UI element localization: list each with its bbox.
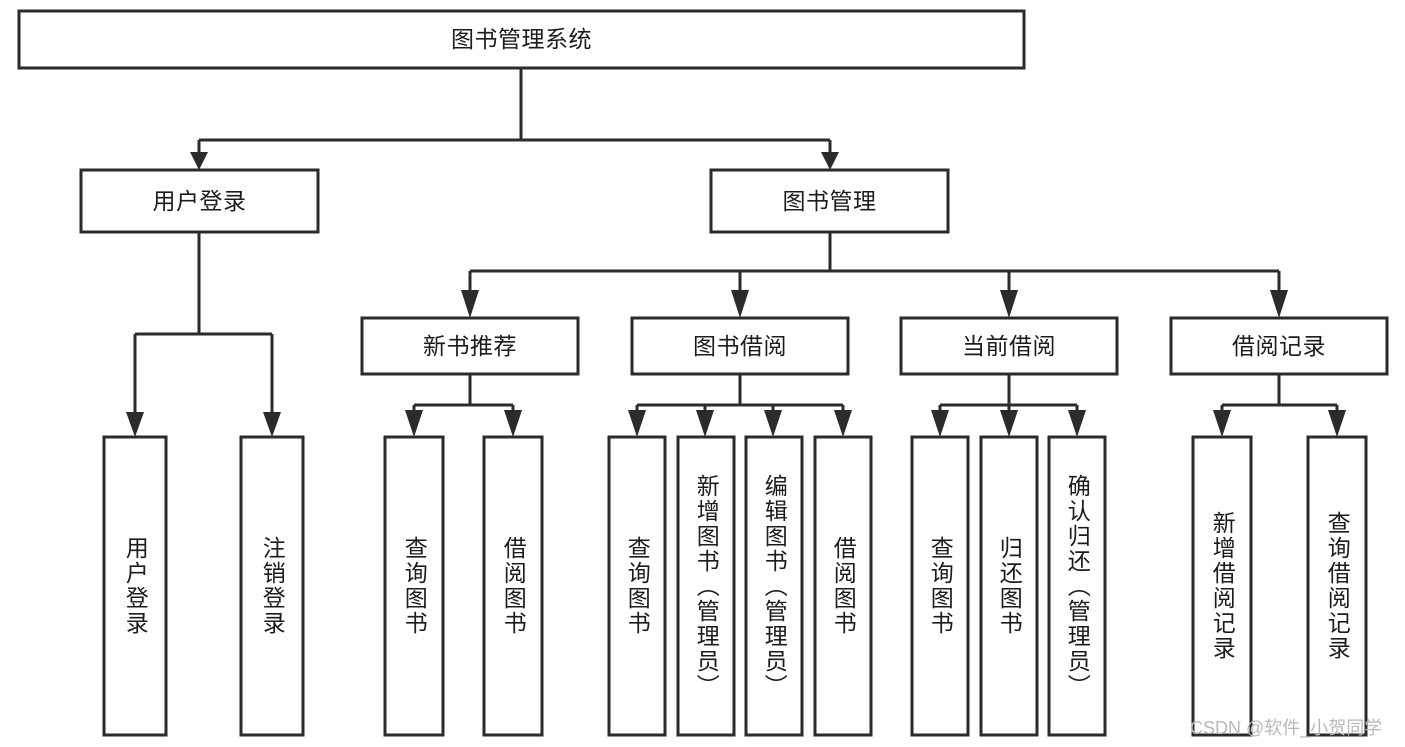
node-current-borrow-label: 当前借阅 xyxy=(962,332,1056,359)
node-leaf-user-login-label: 用户登录 xyxy=(122,536,149,636)
node-book-management-label: 图书管理 xyxy=(782,187,877,214)
node-leaf-query-record-box[interactable] xyxy=(1306,435,1368,737)
node-leaf-add-book-label: 新增图书（管理员） xyxy=(693,473,720,699)
node-leaf-user-logout-label: 注销登录 xyxy=(259,536,286,636)
node-book-borrow-label: 图书借阅 xyxy=(693,332,787,359)
arrowhead-new-book-recommend xyxy=(461,290,479,318)
arrowhead-leaf-query-record xyxy=(1328,410,1346,437)
node-leaf-return-book-label: 归还图书 xyxy=(996,536,1023,636)
node-leaf-return-book-box[interactable] xyxy=(979,435,1039,737)
node-leaf-confirm-return-box[interactable] xyxy=(1047,435,1107,737)
node-leaf-user-logout-box[interactable] xyxy=(239,435,305,737)
arrowhead-leaf-user-logout xyxy=(263,412,281,437)
node-leaf-edit-book-label: 编辑图书（管理员） xyxy=(761,473,788,699)
node-leaf-add-book-box[interactable] xyxy=(676,435,736,737)
node-leaf-add-record-box[interactable] xyxy=(1191,435,1253,737)
node-leaf-query-book-3-label: 查询图书 xyxy=(927,536,954,636)
node-new-book-recommend-box[interactable] xyxy=(360,316,580,376)
node-leaf-borrow-book-1-label: 借阅图书 xyxy=(500,536,527,636)
node-root-label: 图书管理系统 xyxy=(451,26,592,53)
node-leaf-user-login-box[interactable] xyxy=(102,435,168,737)
arrowhead-leaf-query-book-1 xyxy=(405,410,423,437)
arrowhead-borrow-record xyxy=(1270,290,1288,318)
arrowhead-book-borrow xyxy=(731,290,749,318)
arrowhead-leaf-user-login xyxy=(126,412,144,437)
node-leaf-query-book-2-label: 查询图书 xyxy=(624,536,651,636)
node-leaf-confirm-return-label: 确认归还（管理员） xyxy=(1064,473,1091,699)
node-new-book-recommend-label: 新书推荐 xyxy=(423,332,517,359)
node-root-box[interactable] xyxy=(17,9,1026,70)
node-leaf-query-record-label: 查询借阅记录 xyxy=(1324,511,1351,661)
node-leaf-query-book-1-label: 查询图书 xyxy=(401,536,428,636)
node-book-management-box[interactable] xyxy=(709,168,950,234)
node-book-borrow-box[interactable] xyxy=(630,316,850,376)
arrowhead-leaf-edit-book xyxy=(764,410,782,437)
node-leaf-borrow-book-1-box[interactable] xyxy=(482,435,544,737)
node-leaf-borrow-book-2-box[interactable] xyxy=(813,435,873,737)
node-leaf-query-book-2-box[interactable] xyxy=(607,435,667,737)
node-leaf-query-book-1-box[interactable] xyxy=(383,435,445,737)
node-leaf-borrow-book-2-label: 借阅图书 xyxy=(830,536,857,636)
node-leaf-add-record-label: 新增借阅记录 xyxy=(1209,511,1236,661)
arrowhead-leaf-query-book-3 xyxy=(931,410,949,437)
arrowhead-user-login xyxy=(190,152,208,170)
arrowhead-leaf-query-book-2 xyxy=(628,410,646,437)
node-user-login-label: 用户登录 xyxy=(152,187,247,214)
node-leaf-query-book-3-box[interactable] xyxy=(910,435,970,737)
arrowhead-leaf-return-book xyxy=(1000,410,1018,437)
arrowhead-leaf-add-record xyxy=(1213,410,1231,437)
watermark-text: CSDN @软件_小贺同学 xyxy=(1190,718,1383,738)
node-leaf-edit-book-box[interactable] xyxy=(744,435,804,737)
node-borrow-record-label: 借阅记录 xyxy=(1232,332,1326,359)
arrowhead-leaf-confirm-return xyxy=(1068,410,1086,437)
arrowhead-leaf-add-book xyxy=(696,410,714,437)
node-current-borrow-box[interactable] xyxy=(899,316,1119,376)
arrowhead-book-management xyxy=(821,152,839,170)
arrowhead-current-borrow xyxy=(1000,290,1018,318)
arrowhead-leaf-borrow-book-1 xyxy=(504,410,522,437)
node-user-login-box[interactable] xyxy=(79,168,320,234)
arrowhead-leaf-borrow-book-2 xyxy=(834,410,852,437)
